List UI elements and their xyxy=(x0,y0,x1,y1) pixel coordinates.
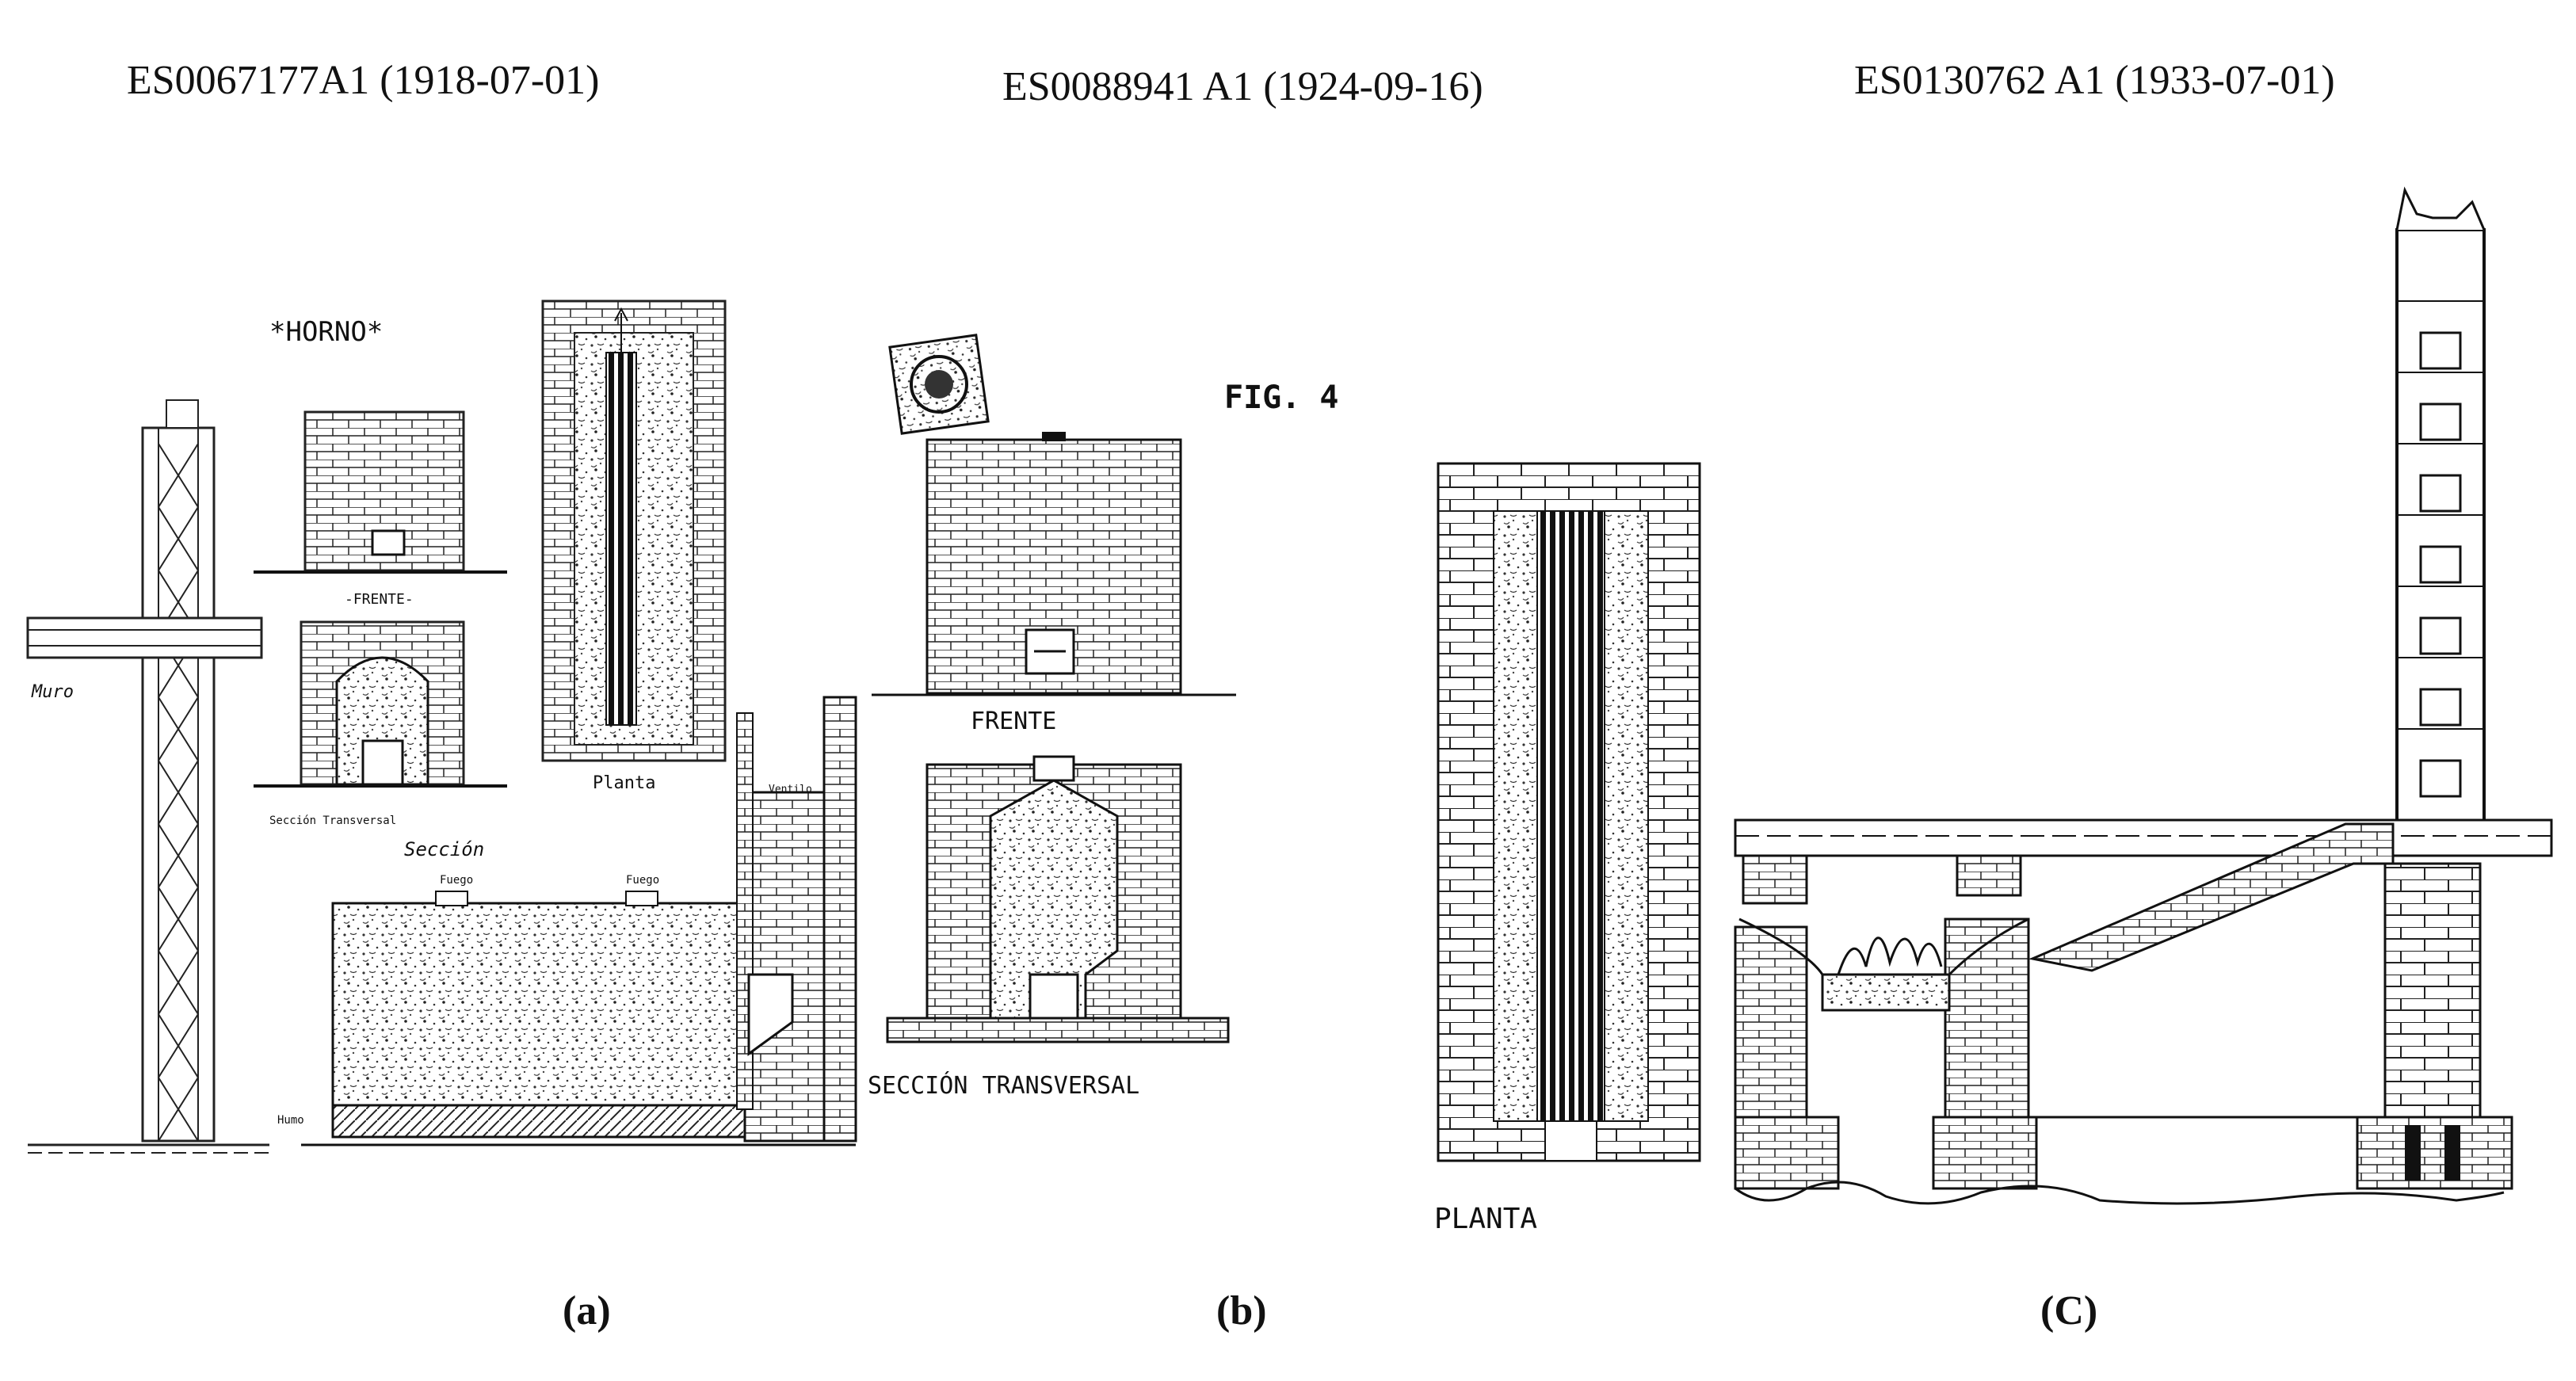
roof-slab-c xyxy=(1734,818,2553,857)
label-humo-a: Humo xyxy=(277,1114,304,1127)
seccion-long-a xyxy=(301,696,857,1146)
seccion-transversal-b xyxy=(886,755,1230,1043)
label-seccion-transversal-b: SECCIÓN TRANSVERSAL xyxy=(868,1070,1139,1100)
firebox-c xyxy=(1734,854,2030,1158)
label-fuego-1-a: Fuego xyxy=(440,874,473,887)
panel-b-drawing: FIG. 4 FRENTE SECCIÓN TRANSVERSAL PLANTA xyxy=(868,334,1701,1235)
panel-a-caption: (a) xyxy=(563,1288,611,1333)
seccion-transversal-a xyxy=(254,620,507,788)
panel-b-caption: (b) xyxy=(1216,1288,1267,1333)
frente-elevation-b xyxy=(872,432,1236,696)
chimney-c xyxy=(2395,186,2486,826)
stamp-b xyxy=(888,334,990,435)
label-frente-a: -FRENTE- xyxy=(345,591,414,608)
label-fuego-2-a: Fuego xyxy=(626,874,659,887)
right-pier-c xyxy=(2383,862,2482,1119)
panel-a-title: ES0067177A1 (1918-07-01) xyxy=(127,58,600,103)
label-muro: Muro xyxy=(31,682,74,702)
label-planta-b: PLANTA xyxy=(1434,1203,1537,1235)
panel-c-title: ES0130762 A1 (1933-07-01) xyxy=(1854,58,2335,103)
label-seccion-transversal-a: Sección Transversal xyxy=(269,814,396,827)
label-ventilo-a: Ventilo xyxy=(769,784,812,795)
planta-b xyxy=(1437,462,1701,1162)
planta-a xyxy=(541,299,727,762)
frente-elevation-a xyxy=(254,410,507,574)
label-frente-b: FRENTE xyxy=(971,708,1056,735)
label-seccion-a: Sección xyxy=(404,838,484,860)
wall-column-a xyxy=(26,399,269,1154)
label-fig-b: FIG. 4 xyxy=(1224,380,1339,416)
panel-c-drawing xyxy=(1734,186,2553,1205)
label-planta-a: Planta xyxy=(593,773,655,793)
foundation-c xyxy=(1734,1116,2513,1205)
panel-b-title: ES0088941 A1 (1924-09-16) xyxy=(1002,64,1483,109)
panel-c-caption: (C) xyxy=(2040,1288,2098,1333)
label-horno: *HORNO* xyxy=(269,316,383,348)
panel-a-drawing: Muro *HORNO* -FRENTE- Sección Transversa… xyxy=(26,299,857,1154)
